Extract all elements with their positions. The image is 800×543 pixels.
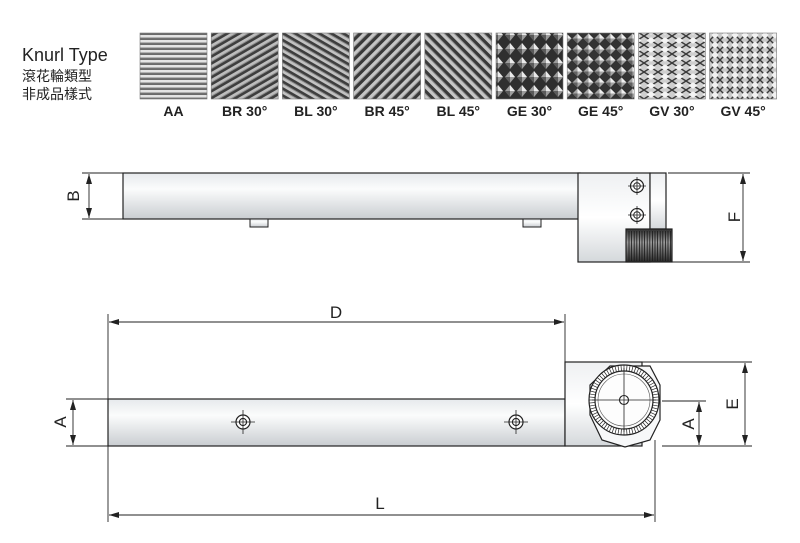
side-view: B F	[64, 172, 750, 263]
dimension-d-label: D	[330, 303, 342, 322]
knurl-sample-swatch	[139, 32, 208, 100]
dimension-d: D	[107, 303, 566, 399]
knurl-sample-label: BL 30°	[294, 103, 337, 119]
side-view-screw-icon-lower	[628, 206, 646, 224]
knurl-sample-label: BR 45°	[364, 103, 409, 119]
top-view-screw-icon-right	[504, 410, 528, 434]
side-view-knurl-wheel	[625, 228, 673, 263]
dimension-e-label: E	[723, 398, 742, 409]
knurl-sample-label: AA	[163, 103, 183, 119]
dimension-a-left-label: A	[51, 416, 70, 428]
dimension-a-right-label: A	[679, 418, 698, 430]
knurl-sample-swatch	[210, 32, 279, 100]
dimension-f: F	[668, 172, 750, 263]
knurl-sample-swatch	[638, 32, 706, 100]
knurl-sample-br-30: BR 30°	[210, 32, 279, 119]
dimension-l: L	[107, 440, 656, 522]
knurl-sample-gv-30: GV 30°	[638, 32, 706, 119]
knurl-sample-swatch	[282, 32, 350, 100]
top-view: D A A E L	[51, 303, 752, 522]
dimension-b-label: B	[64, 190, 83, 201]
knurl-sample-swatch	[495, 32, 564, 100]
knurl-sample-label: GE 30°	[507, 103, 552, 119]
knurl-type-subtitle-2: 非成品樣式	[22, 86, 92, 103]
knurl-sample-swatch	[709, 32, 777, 100]
side-view-screw-icon-upper	[628, 177, 646, 195]
knurl-sample-label: GV 45°	[720, 103, 765, 119]
side-view-head-side	[649, 172, 667, 230]
top-view-knurl-wheel	[588, 364, 661, 448]
dimension-l-label: L	[375, 494, 384, 513]
side-view-screw-left	[249, 218, 269, 228]
knurl-sample-label: GE 45°	[578, 103, 623, 119]
knurl-type-subtitle-1: 滾花輪類型	[22, 68, 92, 85]
top-view-bar	[107, 398, 566, 447]
knurl-sample-label: BL 45°	[437, 103, 480, 119]
dimension-b: B	[64, 172, 123, 220]
dimension-f-label: F	[725, 212, 744, 222]
dimension-e: E	[642, 361, 752, 447]
knurl-sample-ge-30: GE 30°	[495, 32, 564, 119]
dimension-a-right: A	[662, 400, 706, 447]
knurl-sample-swatch	[424, 32, 493, 100]
knurl-sample-bl-45: BL 45°	[424, 32, 493, 119]
knurl-sample-label: BR 30°	[222, 103, 267, 119]
side-view-bar	[122, 172, 581, 220]
top-view-screw-icon-left	[231, 410, 255, 434]
knurl-sample-swatch	[353, 32, 421, 100]
knurl-type-title: Knurl Type	[22, 45, 108, 65]
knurl-sample-label: GV 30°	[649, 103, 694, 119]
knurl-sample-br-45: BR 45°	[353, 32, 421, 119]
knurl-sample-swatch	[566, 32, 635, 100]
side-view-screw-right	[522, 218, 542, 228]
knurl-sample-gv-45: GV 45°	[709, 32, 777, 119]
knurl-sample-row: AA BR 30° BL 30° BR 45° BL 45° GE 30° GE 45° GV…	[139, 32, 777, 119]
dimension-a-left: A	[51, 398, 108, 447]
knurl-sample-bl-30: BL 30°	[282, 32, 350, 119]
knurl-sample-ge-45: GE 45°	[566, 32, 635, 119]
knurl-sample-aa: AA	[139, 32, 208, 119]
